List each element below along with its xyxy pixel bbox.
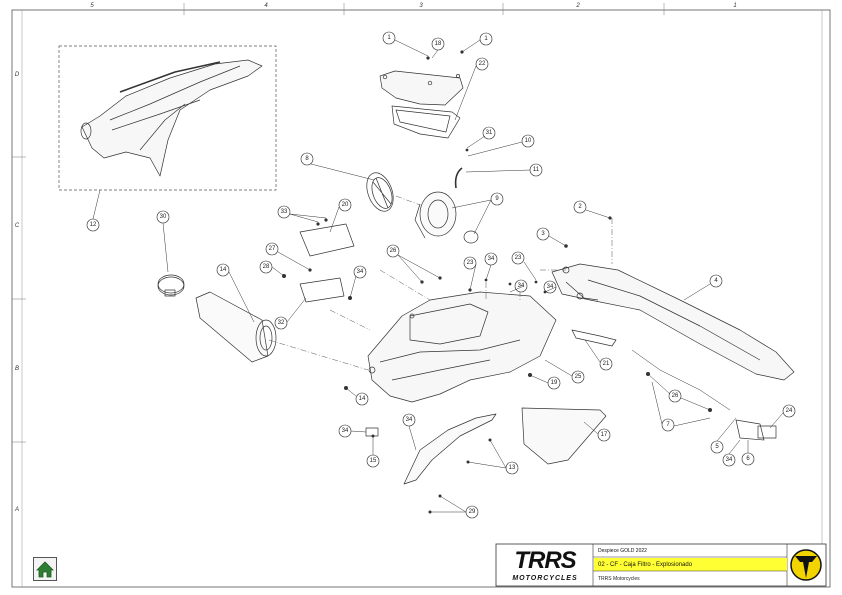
callout-number: 22 (479, 61, 486, 67)
home-button[interactable] (33, 557, 57, 581)
callout-number: 13 (509, 465, 516, 471)
callout-number: 26 (672, 393, 679, 399)
callout-number: 11 (533, 167, 540, 173)
callout-number: 34 (726, 457, 733, 463)
callout-number: 17 (601, 432, 608, 438)
callout-number: 1 (484, 36, 488, 42)
callout-number: 34 (357, 269, 364, 275)
callout-number: 32 (278, 320, 285, 326)
callout-number: 34 (518, 283, 525, 289)
airbox-lid-22 (379, 70, 464, 139)
callout-number: 2 (578, 204, 582, 210)
callout-number: 34 (547, 284, 554, 290)
air-filter-9 (414, 191, 479, 244)
grid-col-label: 5 (90, 3, 94, 9)
svg-text:MOTORCYCLES: MOTORCYCLES (512, 575, 577, 582)
callout-number: 29 (469, 509, 476, 515)
connector-5 (757, 425, 777, 439)
clip-11 (454, 167, 463, 189)
callout-number: 5 (715, 444, 719, 450)
callout-number: 34 (342, 428, 349, 434)
tab-15 (365, 427, 379, 437)
bracket-20 (299, 223, 355, 257)
callout-number: 21 (603, 361, 610, 367)
callout-number: 28 (263, 264, 270, 270)
title-block: Despiece GOLD 2022 02 - CF - Caja Filtro… (495, 543, 827, 587)
callout-number: 8 (305, 156, 309, 162)
rear-fender-4 (551, 263, 795, 381)
callout-number: 24 (786, 408, 793, 414)
callout-number: 34 (406, 417, 413, 423)
callout-number: 30 (160, 214, 167, 220)
callout-number: 14 (359, 396, 366, 402)
wire-7 (631, 349, 731, 411)
plate-21 (299, 277, 345, 303)
grid-col-label: 4 (264, 3, 268, 9)
callout-number: 10 (525, 138, 532, 144)
company-name: TRRS Motorcycles (598, 576, 640, 582)
intake-boot-14 (195, 291, 277, 363)
title-highlight (594, 558, 787, 571)
callout-number: 14 (220, 267, 227, 273)
callout-number: 20 (342, 202, 349, 208)
side-cover-12 (80, 59, 263, 177)
callout-number: 26 (390, 248, 397, 254)
filter-cage-8 (366, 172, 394, 212)
detail-box-12 (58, 45, 277, 191)
brand-logo: TRRS MOTORCYCLES (512, 547, 577, 582)
callout-number: 9 (495, 196, 499, 202)
callout-number: 7 (666, 422, 670, 428)
strip-25 (571, 329, 617, 347)
svg-text:TRRS: TRRS (514, 547, 576, 574)
callout-number: 23 (515, 255, 522, 261)
callout-number: 31 (486, 130, 493, 136)
grid-row-label: B (15, 366, 19, 372)
grid-col-label: 2 (575, 3, 580, 9)
bolt-cluster-6 (735, 419, 765, 441)
callout-number: 34 (488, 256, 495, 262)
document-label: Despiece GOLD 2022 (598, 548, 647, 554)
callout-number: 19 (551, 380, 558, 386)
home-icon (36, 561, 54, 578)
mud-flap-13 (521, 407, 607, 465)
grid-col-label: 1 (733, 3, 736, 9)
callout-number: 6 (746, 456, 750, 462)
grid-col-label: 3 (419, 3, 423, 9)
callout-number: 23 (467, 260, 474, 266)
callout-number: 12 (90, 222, 97, 228)
trrs-t-logo-icon (790, 549, 822, 581)
callout-number: 15 (370, 458, 377, 464)
hose-clamp-30 (157, 274, 185, 297)
callout-number: 3 (541, 231, 545, 237)
grid-row-label: C (15, 223, 20, 229)
callout-number: 25 (575, 374, 582, 380)
drawing-frame (21, 9, 823, 588)
grid-row-label: D (15, 72, 20, 78)
callout-number: 18 (435, 41, 442, 47)
airbox-body-19 (367, 291, 557, 403)
document-title: 02 - CF - Caja Filtro - Explosionado (598, 562, 693, 568)
grid-row-label: A (14, 507, 19, 513)
callout-number: 33 (281, 209, 288, 215)
callout-number: 27 (269, 246, 276, 252)
side-strip-17 (403, 413, 497, 485)
callout-number: 4 (714, 278, 718, 284)
callout-number: 1 (387, 35, 391, 41)
